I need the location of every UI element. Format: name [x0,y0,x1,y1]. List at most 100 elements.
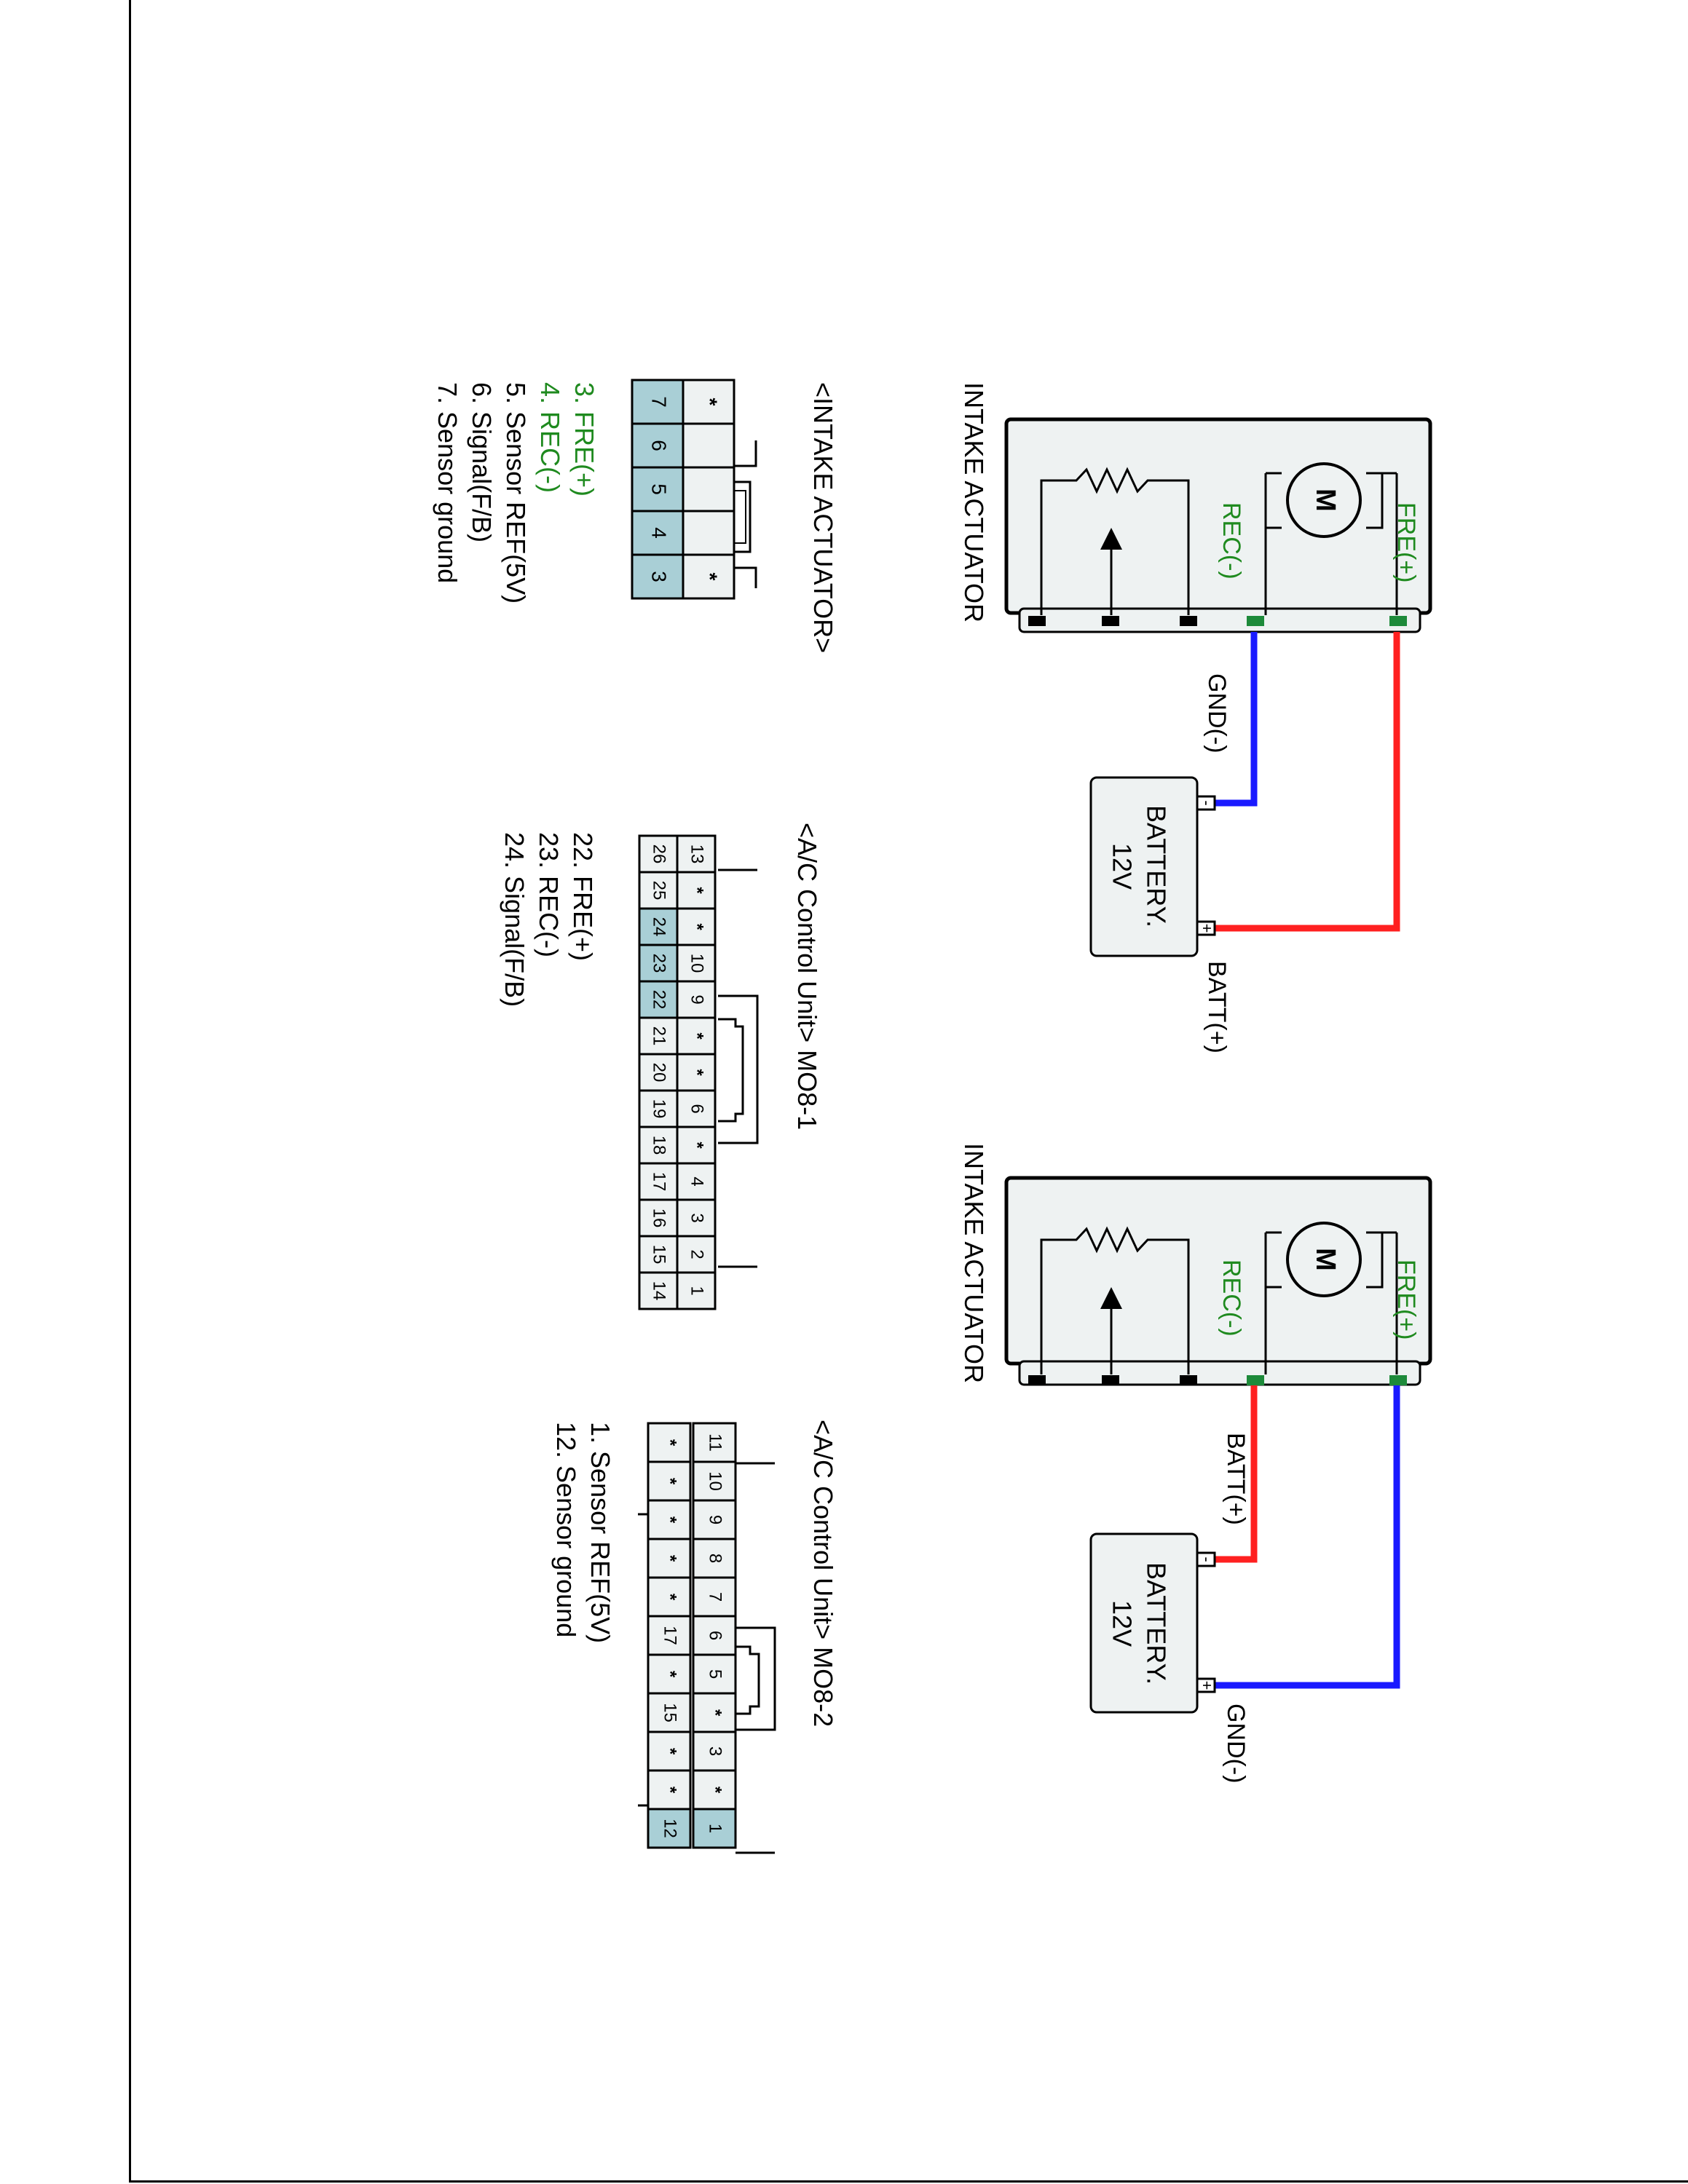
connector-legend-item: 3. FRE(+) [569,382,599,496]
connector-pin-label: 25 [650,881,669,901]
connector-pin-label: 7 [648,396,671,408]
connector-pin [682,422,735,469]
battery-label: BATTERY. [1141,805,1171,927]
connector-pin-label: 15 [650,1245,669,1265]
connector-legend-item: 5. Sensor REF(5V) [501,382,531,604]
battery-plus-sign: + [1198,924,1216,933]
wire-gnd-top [1215,632,1258,807]
connector-legend-item: 22. FRE(+) [568,832,598,961]
connector-legend: 3. FRE(+)4. REC(-)5. Sensor REF(5V)6. Si… [433,382,599,604]
connector-legend: 1. Sensor REF(5V)12. Sensor ground [551,1422,615,1643]
connector-pin-label: 12 [660,1819,680,1838]
rec-label: REC(-) [1218,1259,1245,1337]
motor-icon [1286,1222,1362,1297]
resistor-icon [1040,1226,1190,1374]
actuator-top: M FRE(+) REC(-) INTAKE ACTUATOR [959,382,1432,633]
connector-legend: 22. FRE(+)23. REC(-)24. Signal(F/B) [500,832,598,1007]
connector-pin-label: 10 [687,954,707,973]
connector-latch [735,1626,776,1731]
battery-plus-sign: + [1198,1681,1216,1690]
battery-terminal-minus [1196,1551,1216,1567]
connector-mo8-2: <A/C Control Unit> MO8-2 111098765*3*1**… [551,1420,838,1854]
connector-pin [682,466,735,513]
connector-pin-label: 21 [650,1026,669,1046]
connector-pin-label: 14 [650,1281,669,1301]
motor-wiring [1264,1231,1398,1374]
connector-pin [647,1538,692,1579]
connector-pin-label: 5 [648,483,671,495]
page-frame [129,0,1688,2183]
connector-pin-label: * [699,573,722,581]
connector-pin-label: * [660,1594,680,1601]
battery-label: BATTERY. [1141,1562,1171,1685]
connector-title: <INTAKE ACTUATOR> [808,382,838,653]
battery-voltage: 12V [1107,1600,1137,1647]
actuator-bottom: M FRE(+) REC(-) INTAKE ACTUATOR [959,1143,1432,1386]
connector-pin-label: 3 [687,1213,707,1222]
connector-latch-inner [718,1018,744,1123]
connector-pin-grid: 13**109**6*43212625242322212019181716151… [638,834,717,1310]
motor-icon [1286,462,1362,538]
connector-pin-label: 20 [650,1063,669,1083]
connector-pin-label: 5 [706,1669,725,1679]
wire-gnd-bottom [1215,1385,1400,1689]
connector-pin-label: 6 [687,1104,707,1113]
connector-pin-label: * [660,1748,680,1755]
pin-terminal [1028,1375,1046,1385]
connector-pin-label: 1 [687,1286,707,1295]
actuator-title: INTAKE ACTUATOR [959,1143,989,1383]
battery-top: - + BATTERY. 12V GND(-) BATT(+) [1089,673,1231,1053]
connector-pin [692,1538,737,1579]
connector-pin-label: * [699,398,722,406]
connector-pin-label: 19 [650,1099,669,1119]
connector-pin [692,1730,737,1772]
connector-pin-label: 17 [660,1626,680,1645]
connector-pin [638,1271,679,1310]
motor-label: M [1310,1248,1341,1271]
connector-pin [676,943,717,983]
connector-pin-label: 4 [648,527,671,539]
connector-pin [692,1692,737,1733]
connector-pin-label: 26 [650,844,669,864]
connector-pin-label: * [660,1555,680,1562]
connector-pin [676,1235,717,1274]
connector-pin [692,1422,737,1463]
wire-batt-bottom [1215,1385,1258,1563]
connector-pin-label: 3 [648,571,671,582]
connector-pin-label: * [706,1787,725,1794]
connector-legend-item: 1. Sensor REF(5V) [585,1422,615,1643]
connector-pin [676,907,717,946]
pin-terminal [1180,616,1197,626]
wire-batt-top [1215,632,1400,932]
connector-pin [682,510,735,556]
connector-legend-item: 6. Signal(F/B) [467,382,497,542]
connector-pin-label: * [660,1671,680,1678]
battery-voltage: 12V [1107,843,1137,890]
connector-pin-label: 17 [650,1172,669,1192]
connector-pin [631,379,685,425]
battery-minus-sign: - [1198,800,1216,805]
connector-pin-label: 13 [687,844,707,864]
connector-title: <A/C Control Unit> MO8-1 [792,823,822,1130]
connector-pin-label: * [706,1709,725,1717]
connector-pin-label: 11 [706,1433,725,1452]
pin-terminal [1180,1375,1197,1385]
connector-pin-label: 10 [706,1471,725,1491]
connector-pin [647,1422,692,1463]
connector-pin-label: 4 [687,1176,707,1186]
battery-terminal-plus [1196,1677,1216,1693]
motor-wiring [1264,472,1398,615]
connector-mo8-1: <A/C Control Unit> MO8-1 13**109**6*4321… [500,823,822,1310]
connector-pin [631,466,685,513]
connector-pin-label: 16 [650,1208,669,1228]
connector-pin-label: * [660,1478,680,1485]
connector-pin [647,1730,692,1772]
connector-pin-label: 9 [687,994,707,1004]
actuator-bottom-terminal-strip [1018,1360,1421,1386]
connector-legend-item: 4. REC(-) [535,382,565,493]
gnd-label: GND(-) [1203,673,1231,753]
battery-terminal-plus [1196,920,1216,936]
